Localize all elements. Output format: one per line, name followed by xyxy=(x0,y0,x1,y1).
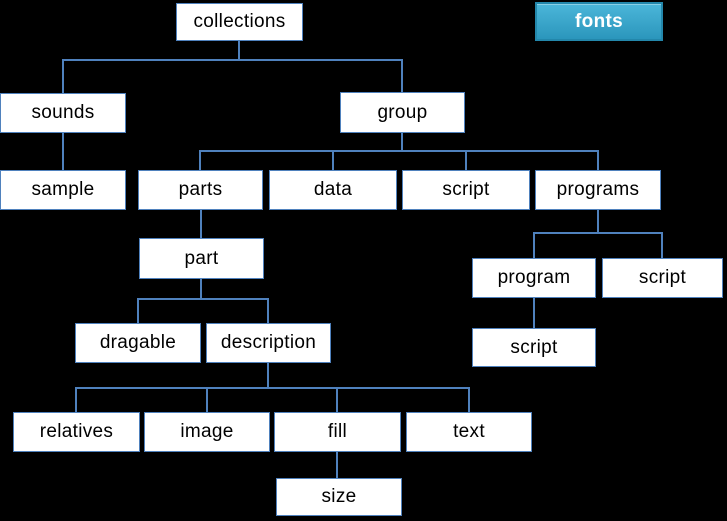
connector-segment xyxy=(62,59,403,61)
node-label: relatives xyxy=(39,421,114,442)
node-label: data xyxy=(313,179,353,200)
connector-segment xyxy=(533,233,535,258)
node-sample: sample xyxy=(0,170,126,210)
node-label: collections xyxy=(193,11,286,32)
connector-segment xyxy=(597,151,599,170)
node-label: image xyxy=(180,421,234,442)
node-description: description xyxy=(206,323,331,363)
node-script-programs: script xyxy=(602,258,723,298)
node-sounds: sounds xyxy=(0,93,126,133)
connector-segment xyxy=(238,41,240,61)
connector-segment xyxy=(401,133,403,152)
node-label: fill xyxy=(327,421,348,442)
connector-segment xyxy=(199,150,599,152)
connector-segment xyxy=(137,299,139,323)
connector-segment xyxy=(661,233,663,258)
connector-segment xyxy=(199,151,201,170)
node-label: script xyxy=(638,267,687,288)
node-dragable: dragable xyxy=(75,323,201,363)
node-label: part xyxy=(184,247,219,269)
node-data: data xyxy=(269,170,397,210)
connector-segment xyxy=(336,452,338,478)
connector-segment xyxy=(75,388,77,412)
node-label: sample xyxy=(31,179,95,200)
node-label: group xyxy=(377,101,428,123)
connector-segment xyxy=(332,151,334,170)
node-label: program xyxy=(497,267,571,288)
node-script-group: script xyxy=(402,170,530,210)
node-fonts: fonts xyxy=(535,2,663,41)
node-size: size xyxy=(276,478,402,516)
node-label: fonts xyxy=(575,10,623,32)
node-label: text xyxy=(453,421,485,442)
node-text: text xyxy=(406,412,532,452)
connector-segment xyxy=(468,388,470,412)
connector-segment xyxy=(267,363,269,389)
connector-segment xyxy=(62,60,64,93)
node-label: programs xyxy=(556,179,640,200)
node-label: size xyxy=(321,486,357,507)
node-script-program: script xyxy=(472,328,596,367)
node-group: group xyxy=(340,92,465,133)
node-collections: collections xyxy=(176,3,303,41)
node-fill: fill xyxy=(274,412,401,452)
connector-segment xyxy=(336,388,338,412)
connector-segment xyxy=(206,388,208,412)
connector-segment xyxy=(597,210,599,234)
connector-segment xyxy=(200,279,202,300)
connector-segment xyxy=(533,232,663,234)
connector-segment xyxy=(401,60,403,92)
node-label: dragable xyxy=(99,332,177,353)
node-relatives: relatives xyxy=(13,412,140,452)
node-label: description xyxy=(220,332,317,353)
node-program: program xyxy=(472,258,596,298)
node-label: sounds xyxy=(31,102,95,123)
node-parts: parts xyxy=(138,170,263,210)
connector-segment xyxy=(533,298,535,328)
node-part: part xyxy=(139,238,264,279)
connector-segment xyxy=(62,133,64,170)
node-programs: programs xyxy=(535,170,661,210)
connector-segment xyxy=(75,387,470,389)
connector-segment xyxy=(267,299,269,323)
node-image: image xyxy=(144,412,270,452)
connector-segment xyxy=(200,210,202,238)
node-label: script xyxy=(442,179,490,200)
node-label: parts xyxy=(178,179,223,200)
node-label: script xyxy=(510,336,558,358)
connector-segment xyxy=(465,151,467,170)
connector-segment xyxy=(137,298,269,300)
